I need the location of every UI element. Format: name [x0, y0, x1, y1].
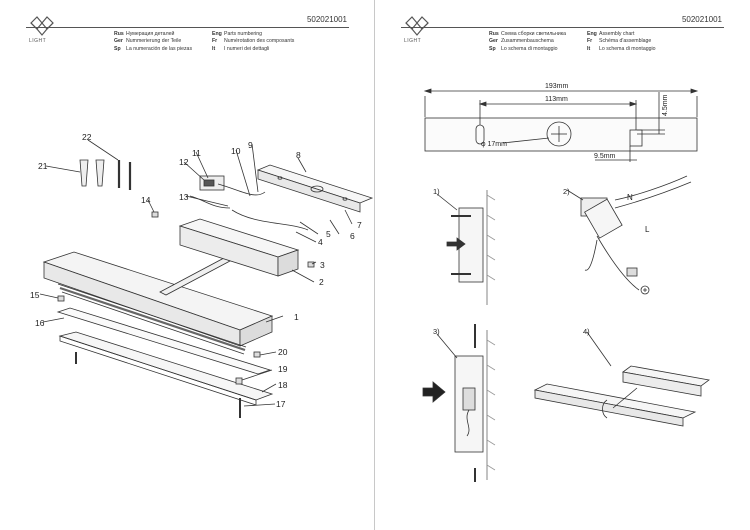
dimension-hole-diameter: φ 17mm — [481, 141, 507, 148]
step-4-drawing — [533, 331, 710, 427]
wire-label-n: N — [627, 193, 633, 202]
step-4-label: 4) — [583, 327, 590, 336]
dimension-hole-spacing: 113mm — [545, 96, 568, 103]
wire-label-l: L — [645, 225, 650, 234]
mounting-box — [178, 218, 300, 277]
support-arm — [159, 257, 231, 296]
mounting-plate-drawing — [423, 88, 699, 162]
part-label-10: 10 — [231, 146, 241, 156]
part-label-13: 13 — [179, 192, 189, 202]
step-3-drawing — [422, 324, 496, 482]
part-15-cap — [57, 295, 65, 302]
terminal-block — [199, 175, 225, 191]
end-cover — [56, 307, 272, 375]
exploded-parts-diagram: 1 2 3 4 5 6 7 8 9 10 11 12 13 14 15 16 1… — [30, 132, 374, 418]
document-number: 502021001 — [681, 15, 722, 24]
part-19-nut — [235, 377, 243, 385]
page-divider — [374, 0, 375, 530]
step-2-label: 2) — [563, 187, 570, 196]
screws-22 — [117, 160, 132, 190]
part-label-21: 21 — [38, 161, 48, 171]
part-label-15: 15 — [30, 290, 40, 300]
part-label-9: 9 — [248, 140, 253, 150]
document-number: 502021001 — [306, 15, 347, 24]
part-label-6: 6 — [350, 231, 355, 241]
part-label-16: 16 — [35, 318, 45, 328]
part-label-19: 19 — [278, 364, 288, 374]
logo-text: LIGHT — [29, 38, 47, 44]
part-20-clip — [253, 351, 261, 358]
part-labels: 1 2 3 4 5 6 7 8 9 10 11 12 13 14 15 16 1… — [30, 132, 362, 409]
logo-text: LIGHT — [404, 38, 422, 44]
part-label-22: 22 — [82, 132, 92, 142]
part-label-2: 2 — [319, 277, 324, 287]
dimension-total-width: 193mm — [545, 83, 569, 90]
step-3-label: 3) — [433, 327, 440, 336]
wall-plate — [256, 164, 374, 213]
part-3-screw — [307, 261, 315, 268]
part-label-5: 5 — [326, 229, 331, 239]
part-label-14: 14 — [141, 195, 151, 205]
step-2-drawing — [566, 175, 692, 295]
part-14-screw — [151, 211, 159, 218]
step-1-label: 1) — [433, 187, 440, 196]
step-1-drawing — [436, 190, 496, 305]
wall-anchors-21 — [79, 159, 105, 187]
assembly-diagram: 193mm 113mm 4.5mm φ 17mm 9.5mm 1) — [422, 83, 710, 482]
part-label-7: 7 — [357, 220, 362, 230]
part-label-3: 3 — [320, 260, 325, 270]
part-label-18: 18 — [278, 380, 288, 390]
part-label-4: 4 — [318, 237, 323, 247]
part-label-20: 20 — [278, 347, 288, 357]
part-label-17: 17 — [276, 399, 286, 409]
dimension-height: 4.5mm — [662, 94, 669, 116]
part-label-11: 11 — [192, 148, 201, 158]
part-label-8: 8 — [296, 150, 301, 160]
part-label-1: 1 — [294, 312, 299, 322]
header-rule — [26, 27, 349, 28]
light-bar-body — [42, 251, 274, 355]
header-rule — [401, 27, 724, 28]
part-label-12: 12 — [179, 157, 189, 167]
dimension-offset: 9.5mm — [594, 153, 616, 160]
